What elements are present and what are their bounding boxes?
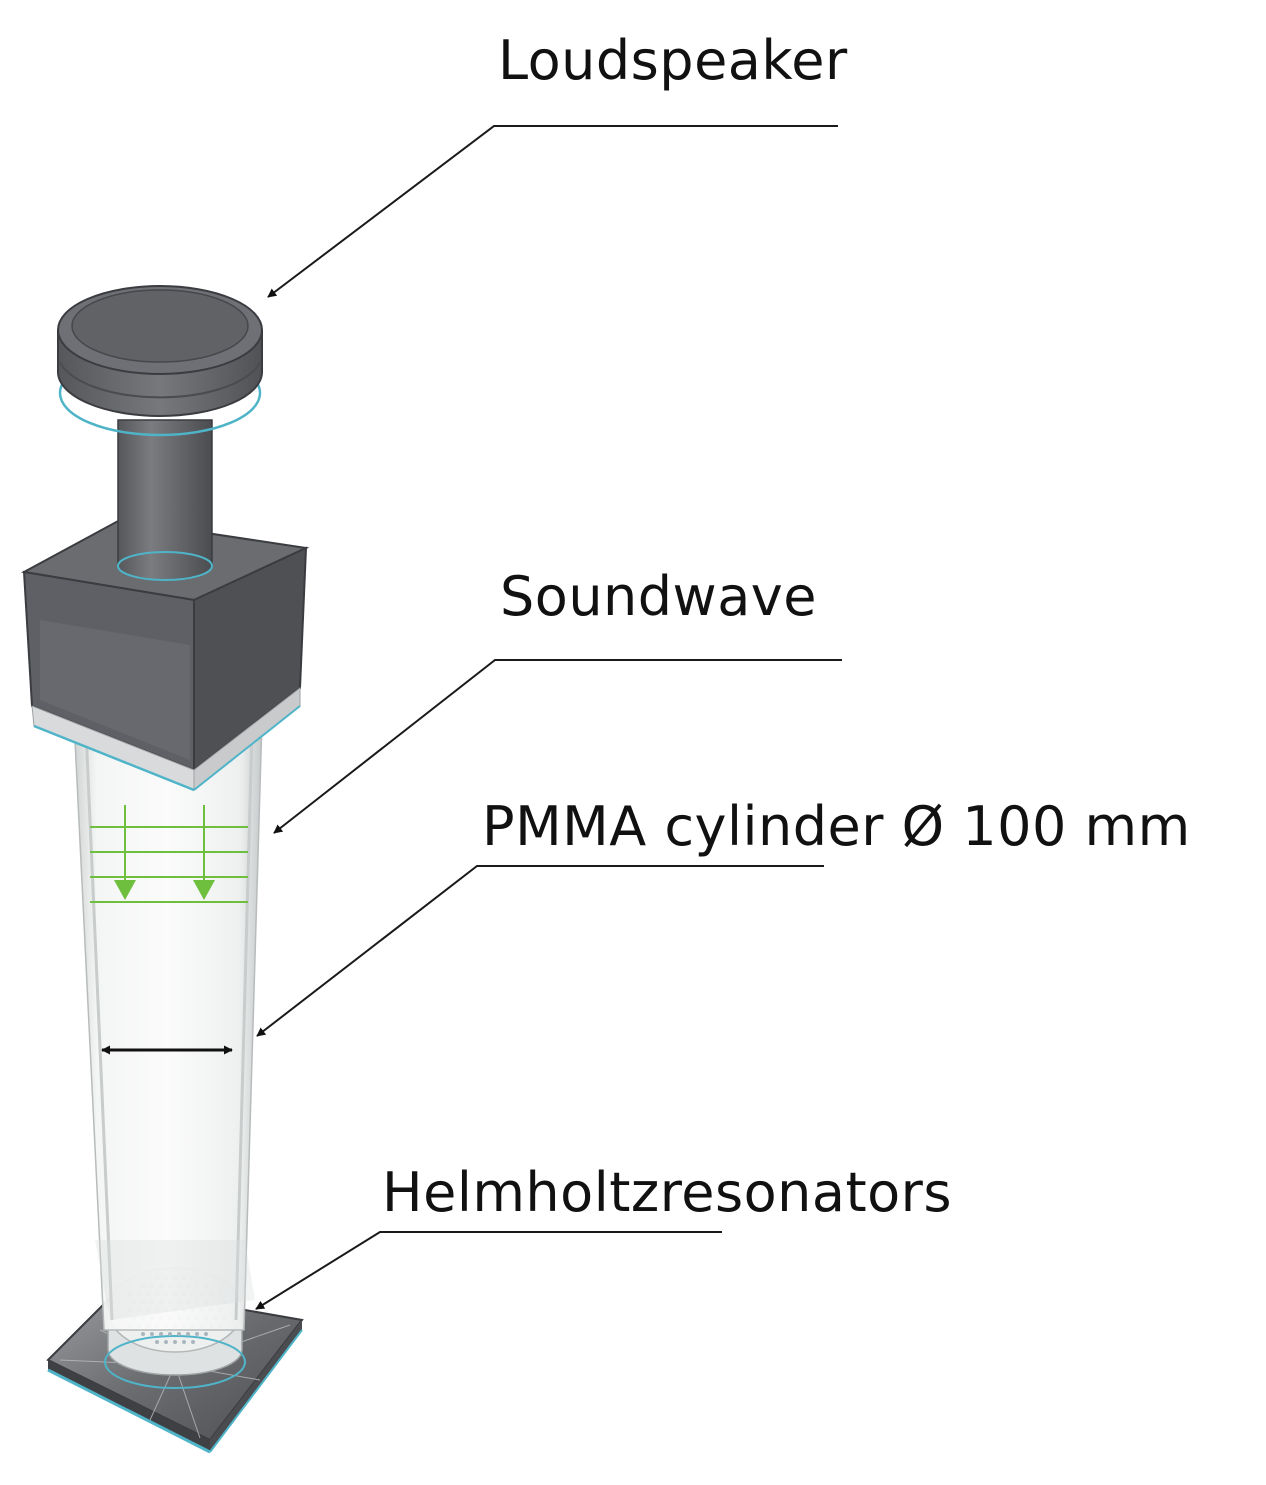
soundwave-graphic — [90, 805, 248, 903]
resonator-hole — [186, 1332, 190, 1336]
leader-loudspeaker — [267, 125, 838, 298]
housing-box — [20, 518, 310, 792]
leader-helmholtz — [255, 1231, 722, 1310]
resonator-hole — [164, 1340, 168, 1344]
pmma-cylinder — [73, 719, 263, 1331]
resonator-hole — [150, 1332, 154, 1336]
resonator-hole — [182, 1340, 186, 1344]
resonator-hole — [204, 1332, 208, 1336]
resonator-hole — [191, 1340, 195, 1344]
leader-lines — [255, 125, 842, 1310]
resonator-hole — [177, 1332, 181, 1336]
resonator-hole — [159, 1332, 163, 1336]
label-helmholtz-resonators: Helmholtzresonators — [382, 1161, 952, 1224]
label-soundwave: Soundwave — [500, 565, 817, 628]
resonator-hole — [141, 1332, 145, 1336]
loudspeaker-stem — [117, 419, 213, 581]
resonator-hole — [155, 1340, 159, 1344]
resonator-hole — [168, 1332, 172, 1336]
loudspeaker-cap — [57, 285, 263, 437]
label-pmma-cylinder: PMMA cylinder Ø 100 mm — [482, 795, 1191, 858]
resonator-hole — [195, 1332, 199, 1336]
label-loudspeaker: Loudspeaker — [498, 29, 848, 92]
leader-pmma — [256, 865, 824, 1037]
resonator-hole — [173, 1340, 177, 1344]
leader-soundwave — [273, 659, 842, 834]
